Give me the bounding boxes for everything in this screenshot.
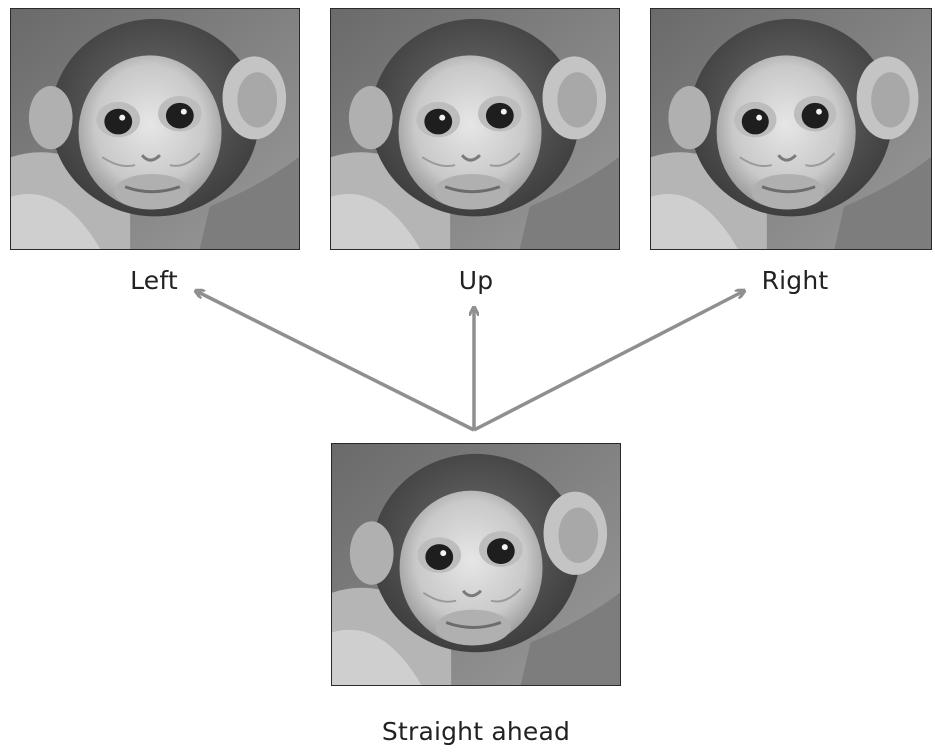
label-left: Left: [130, 266, 178, 295]
monkey-photo-up: [330, 8, 620, 250]
label-up: Up: [458, 266, 494, 295]
monkey-photo-left: [10, 8, 300, 250]
label-right: Right: [761, 266, 829, 295]
monkey-photo-right: [650, 8, 932, 250]
arrow-right: [473, 292, 742, 432]
monkey-photo-straight-ahead: [331, 443, 621, 686]
arrow-left: [198, 292, 475, 432]
label-straight-ahead: Straight ahead: [381, 717, 571, 746]
